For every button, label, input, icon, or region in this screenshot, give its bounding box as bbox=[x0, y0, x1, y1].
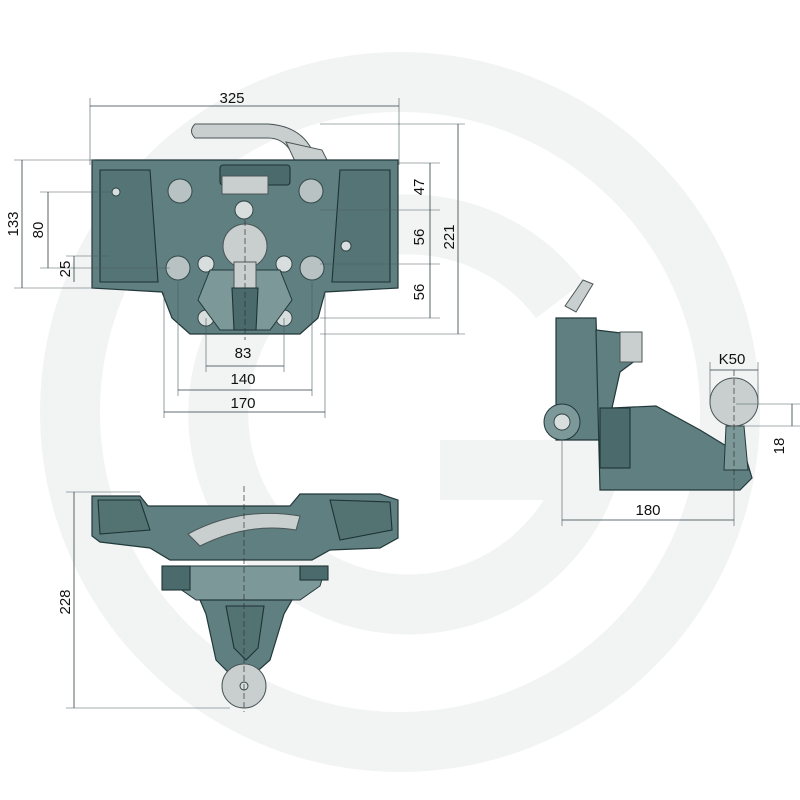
dim-180: 180 bbox=[635, 502, 660, 519]
front-neck-shank bbox=[231, 287, 259, 331]
dim-56-b: 56 bbox=[411, 284, 428, 301]
dim-18: 18 bbox=[771, 438, 788, 455]
dim-47: 47 bbox=[411, 179, 428, 196]
side-lower-block bbox=[599, 407, 631, 469]
front-label-plate bbox=[221, 175, 269, 195]
side-view bbox=[543, 279, 759, 491]
side-handle bbox=[564, 279, 594, 313]
bottom-view bbox=[91, 486, 399, 712]
front-nut-2 bbox=[275, 255, 293, 273]
side-ball-neck bbox=[723, 425, 749, 471]
front-bolt-tl bbox=[167, 178, 193, 204]
dim-k50: K50 bbox=[719, 351, 746, 368]
dim-83: 83 bbox=[235, 345, 252, 362]
dim-228: 228 bbox=[57, 589, 74, 614]
dim-170: 170 bbox=[230, 395, 255, 412]
front-bolt-tr bbox=[298, 178, 324, 204]
side-dimensions: K50 18 180 bbox=[561, 351, 800, 526]
front-small-hole-l bbox=[111, 187, 121, 197]
front-view bbox=[91, 123, 399, 340]
front-small-hole-r bbox=[340, 240, 352, 252]
dim-133: 133 bbox=[5, 211, 22, 236]
side-nut bbox=[619, 331, 643, 363]
dim-56-a: 56 bbox=[411, 229, 428, 246]
side-pivot-hole bbox=[553, 413, 571, 431]
front-left-wing bbox=[99, 169, 159, 283]
bottom-block-r bbox=[299, 565, 329, 581]
front-bolt-br bbox=[299, 255, 325, 281]
front-nut-1 bbox=[197, 255, 215, 273]
dim-80: 80 bbox=[30, 222, 47, 239]
front-center-hole bbox=[234, 200, 254, 220]
dim-221: 221 bbox=[441, 224, 458, 249]
bottom-dimensions: 228 bbox=[57, 491, 230, 709]
dim-325: 325 bbox=[219, 90, 244, 107]
front-handle bbox=[191, 123, 319, 171]
bottom-handle bbox=[187, 512, 301, 547]
front-dimensions: 325 221 47 56 56 133 80 25 83 bbox=[5, 90, 465, 418]
bottom-shank-detail bbox=[225, 605, 265, 661]
dim-25: 25 bbox=[57, 261, 74, 278]
bottom-block-l bbox=[161, 565, 191, 591]
dim-140: 140 bbox=[230, 371, 255, 388]
bottom-wing-l bbox=[97, 499, 151, 535]
bottom-wing-r bbox=[329, 499, 393, 541]
front-right-wing bbox=[331, 169, 391, 283]
